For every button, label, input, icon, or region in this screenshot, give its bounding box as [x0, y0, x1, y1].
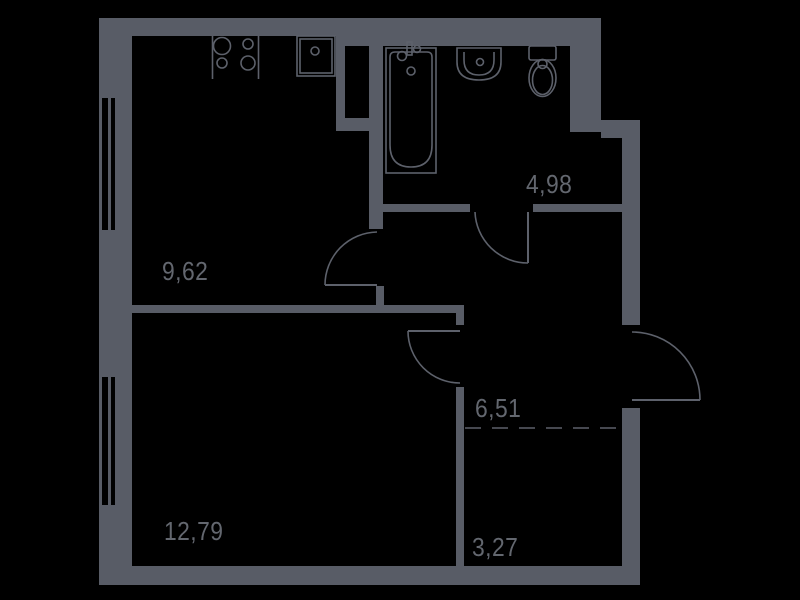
- bathroom-door: [474, 211, 529, 264]
- entrance-door: [631, 331, 701, 401]
- wall-living-divider-upper: [456, 305, 464, 325]
- wall-bathroom-bottom-left: [383, 204, 470, 212]
- door-swing-arc: [631, 331, 701, 401]
- door-swing-arc: [324, 231, 378, 286]
- living-room-door: [407, 330, 461, 384]
- stove-icon: [211, 36, 260, 79]
- wall-kitchen-divider: [369, 36, 383, 229]
- door-swing-arc: [407, 330, 461, 384]
- wall-top: [99, 18, 601, 36]
- walls-layer: [99, 18, 640, 585]
- wall-bathroom-bottom-right: [533, 204, 622, 212]
- room-label-hallway: 6,51: [475, 395, 521, 424]
- bathtub-tap-icon: [396, 41, 422, 62]
- windows-layer: [102, 98, 115, 505]
- room-label-kitchen: 9,62: [162, 258, 208, 287]
- kitchen-door: [324, 231, 378, 286]
- door-swing-arc: [474, 211, 529, 264]
- lower-left-window: [111, 377, 115, 505]
- room-labels-layer: 9,62 4,98 6,51 12,79 3,27: [162, 171, 572, 563]
- linework-layer: [211, 35, 701, 429]
- wall-right-upper: [570, 36, 601, 132]
- wall-right-mid: [622, 138, 640, 325]
- wall-kitchen-door-stub: [376, 286, 384, 313]
- upper-left-window: [102, 98, 108, 230]
- toilet-icon: [528, 45, 557, 98]
- upper-left-window: [111, 98, 115, 230]
- kitchen-sink-icon: [296, 35, 336, 77]
- lower-left-window: [102, 377, 108, 505]
- wall-bottom: [99, 566, 640, 585]
- wall-top-bathroom: [336, 36, 601, 46]
- room-label-living-room: 12,79: [164, 518, 223, 547]
- wall-right-lower: [622, 408, 640, 585]
- wall-shaft-left: [336, 36, 345, 131]
- room-label-bathroom: 4,98: [526, 171, 572, 200]
- wall-hall-living: [132, 305, 464, 313]
- room-label-wardrobe: 3,27: [472, 534, 518, 563]
- wall-living-divider-lower: [456, 387, 464, 566]
- washbasin-icon: [456, 47, 502, 81]
- bathtub-icon: [385, 41, 437, 174]
- wall-right-step: [601, 120, 640, 138]
